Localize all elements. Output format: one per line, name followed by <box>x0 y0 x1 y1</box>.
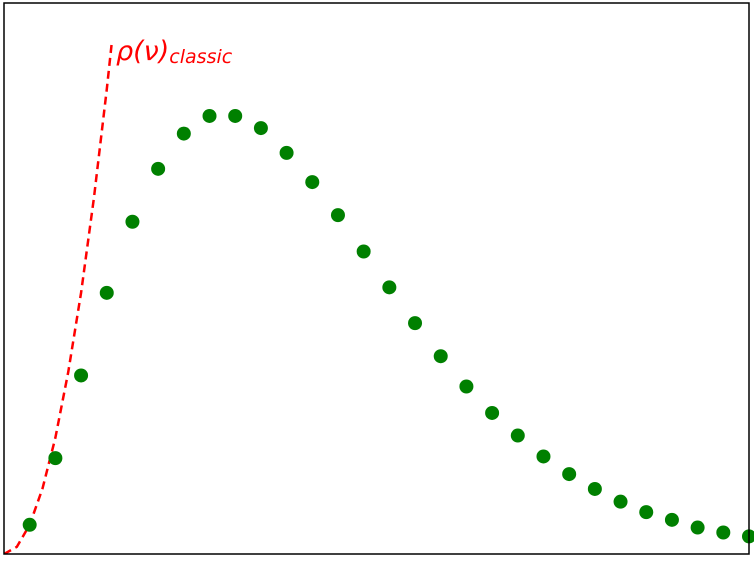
data-point <box>151 161 166 176</box>
data-point <box>228 108 243 123</box>
data-point <box>716 525 731 540</box>
data-point <box>382 280 397 295</box>
data-point <box>356 244 371 259</box>
data-point <box>22 517 37 532</box>
data-point <box>330 208 345 223</box>
data-point <box>459 379 474 394</box>
data-point <box>202 108 217 123</box>
data-point <box>48 451 63 466</box>
data-point <box>562 467 577 482</box>
data-point <box>433 349 448 364</box>
data-point <box>408 316 423 331</box>
data-point <box>176 126 191 141</box>
data-point <box>664 512 679 527</box>
data-point <box>742 529 754 544</box>
chart-marks <box>4 41 754 554</box>
classic-curve-line <box>4 41 114 554</box>
data-point <box>485 405 500 420</box>
classic-curve-label-subscript: classic <box>169 46 232 68</box>
data-point <box>125 214 140 229</box>
data-point <box>510 428 525 443</box>
data-point <box>536 449 551 464</box>
data-point <box>99 285 114 300</box>
data-point <box>253 121 268 136</box>
plot-frame <box>3 2 750 555</box>
classic-curve-label: ρ(ν)classic <box>116 36 233 68</box>
classic-curve-label-main: ρ(ν) <box>116 36 169 67</box>
data-point <box>587 481 602 496</box>
data-point <box>690 520 705 535</box>
data-point <box>305 175 320 190</box>
data-point <box>639 505 654 520</box>
data-point <box>613 494 628 509</box>
data-point <box>74 368 89 383</box>
data-point <box>279 145 294 160</box>
